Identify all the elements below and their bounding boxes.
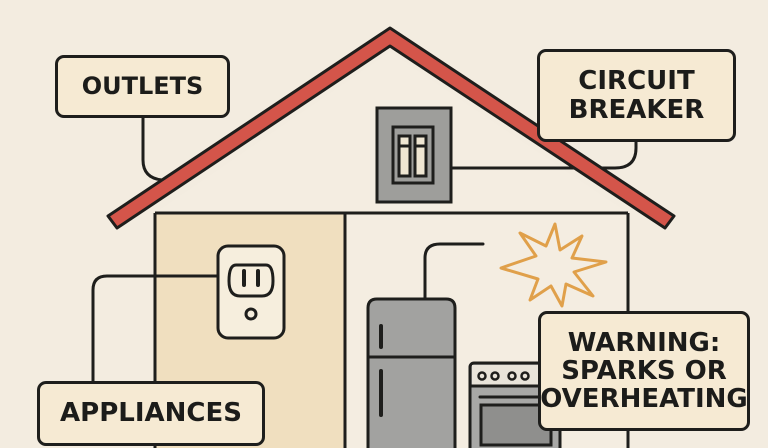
fridge-wire xyxy=(423,242,485,302)
breaker-panel-icon xyxy=(375,106,453,204)
appliances-label-text: APPLIANCES xyxy=(60,398,242,429)
outlets-label: OUTLETS xyxy=(55,55,230,118)
warning-label: WARNING: SPARKS OR OVERHEATING xyxy=(538,311,750,431)
breaker-wire xyxy=(449,138,638,170)
appliances-wire xyxy=(91,274,220,384)
wall-outlet-icon xyxy=(216,244,286,340)
warning-label-line1: WARNING: xyxy=(567,327,721,358)
wires xyxy=(91,114,638,384)
roof-icon xyxy=(106,26,676,230)
circuit-breaker-label: CIRCUIT BREAKER xyxy=(537,49,736,142)
outlets-label-text: OUTLETS xyxy=(81,71,204,100)
circuit-breaker-label-line1: CIRCUIT xyxy=(578,66,695,97)
warning-label-line3: OVERHEATING xyxy=(540,384,748,415)
circuit-breaker-label-line2: BREAKER xyxy=(568,94,705,125)
outlets-wire xyxy=(141,114,164,182)
warning-label-line2: SPARKS OR xyxy=(561,355,727,386)
appliances-label: APPLIANCES xyxy=(37,381,265,446)
refrigerator-icon xyxy=(366,297,457,448)
spark-burst-icon xyxy=(499,222,608,308)
